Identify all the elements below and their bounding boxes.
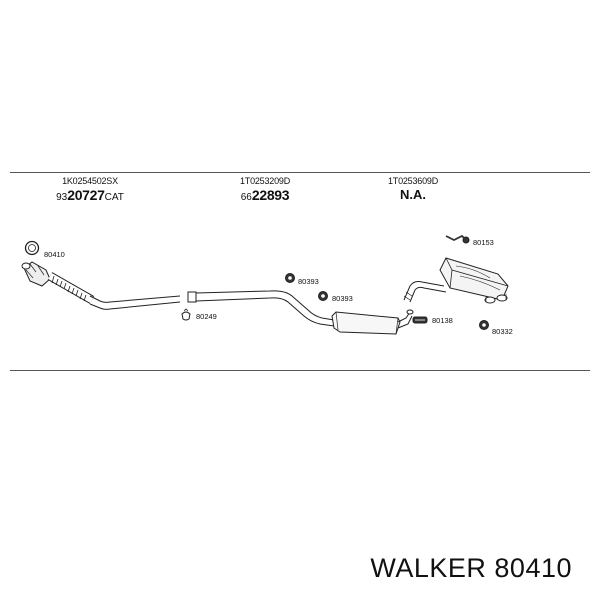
walker-ref: 9320727CAT — [56, 187, 124, 203]
hanger-icon — [445, 234, 470, 244]
oem-part-number: 1T0253209D — [239, 176, 291, 186]
oem-part-number: 1K0254502SX — [62, 176, 118, 186]
pipe-clamp-icon — [412, 316, 428, 324]
middle-pipe — [187, 290, 335, 327]
rear-tail-pipe — [403, 281, 447, 303]
callout-80249: 80249 — [196, 312, 217, 321]
callout-80153: 80153 — [473, 238, 494, 247]
section-header-rear: 1T0253609D N.A. — [363, 176, 463, 202]
rubber-mount-icon — [479, 320, 489, 330]
top-divider — [10, 172, 590, 173]
callout-80332: 80332 — [492, 327, 513, 336]
catalytic-converter — [21, 261, 51, 287]
gasket-ring-icon — [24, 240, 40, 256]
oem-part-number: 1T0253609D — [387, 176, 439, 186]
section-header-front: 1K0254502SX 9320727CAT — [40, 176, 140, 203]
section-header-middle: 1T0253209D 6622893 — [215, 176, 315, 203]
callout-80393: 80393 — [298, 277, 319, 286]
callout-80410: 80410 — [44, 250, 65, 259]
brand-part-label: WALKER 80410 — [370, 553, 572, 583]
rubber-mount-icon — [318, 291, 328, 301]
bottom-divider — [10, 370, 590, 371]
walker-ref: 6622893 — [240, 187, 290, 203]
walker-ref: N.A. — [400, 187, 426, 202]
rubber-mount-icon — [285, 273, 295, 283]
callout-80393: 80393 — [332, 294, 353, 303]
callout-80138: 80138 — [432, 316, 453, 325]
center-silencer — [331, 309, 414, 335]
rear-silencer — [439, 257, 509, 304]
front-pipe — [89, 295, 181, 310]
flex-pipe — [47, 272, 95, 304]
clamp-icon — [181, 308, 191, 321]
